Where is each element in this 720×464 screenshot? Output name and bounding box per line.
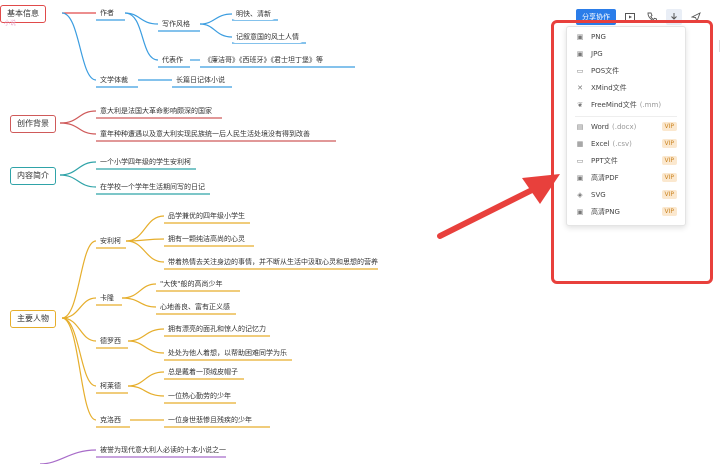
node-genre-item[interactable]: 长篇日记体小说 bbox=[172, 74, 229, 86]
node-writing-style[interactable]: 写作风格 bbox=[158, 18, 194, 30]
node-derossi-trait-2[interactable]: 处处为他人着想，以帮助困难同学为乐 bbox=[164, 347, 291, 359]
node-character-crossi[interactable]: 克洛西 bbox=[96, 414, 125, 426]
vip-badge: VIP bbox=[661, 190, 677, 199]
node-character-coretti[interactable]: 柯莱德 bbox=[96, 380, 125, 392]
excel-icon: ▦ bbox=[576, 140, 584, 148]
export-pos[interactable]: ▭POS文件 bbox=[576, 67, 620, 75]
node-author[interactable]: 作者 bbox=[96, 7, 118, 19]
image-icon: ▣ bbox=[576, 50, 584, 58]
node-works-item[interactable]: 《廉洁哥》《西班牙》《君士坦丁堡》等 bbox=[200, 54, 327, 66]
node-character-enrico[interactable]: 安利柯 bbox=[96, 235, 125, 247]
node-summary-item-1[interactable]: 一个小学四年级的学生安利柯 bbox=[96, 156, 195, 168]
image-icon: ▣ bbox=[576, 208, 584, 216]
node-genre[interactable]: 文学体裁 bbox=[96, 74, 132, 86]
node-background[interactable]: 创作背景 bbox=[10, 115, 56, 133]
export-xmind[interactable]: ✕XMind文件 bbox=[567, 80, 685, 96]
node-evaluation-item-1[interactable]: 被誉为现代意大利人必读的十本小说之一 bbox=[96, 444, 230, 456]
vip-badge: VIP bbox=[661, 207, 677, 216]
annotation-highlight-box bbox=[551, 20, 713, 284]
node-background-item-2[interactable]: 童年种种遭遇以及意大利实现民族统一后人民生活处境没有得到改善 bbox=[96, 128, 314, 140]
menu-divider bbox=[575, 116, 677, 117]
file-icon: ▭ bbox=[576, 67, 584, 75]
export-word[interactable]: ▤Word(.docx)VIP bbox=[567, 119, 685, 135]
export-excel[interactable]: ▦Excel(.csv)VIP bbox=[567, 136, 685, 152]
export-menu: ▣PNG ▣JPG ▭POS文件 ✕XMind文件 ❦FreeMind文件(.m… bbox=[566, 26, 686, 226]
node-characters[interactable]: 主要人物 bbox=[10, 310, 56, 328]
vip-badge: VIP bbox=[661, 139, 677, 148]
node-pink-label: 小说 bbox=[4, 20, 17, 27]
vip-badge: VIP bbox=[661, 156, 677, 165]
right-side-panel-edge bbox=[714, 40, 720, 52]
node-coretti-trait-1[interactable]: 总是戴着一顶绒皮帽子 bbox=[164, 366, 242, 378]
word-icon: ▤ bbox=[576, 123, 584, 131]
node-works[interactable]: 代表作 bbox=[158, 54, 187, 66]
vip-badge: VIP bbox=[661, 173, 677, 182]
pdf-icon: ▣ bbox=[576, 174, 584, 182]
node-style-item-2[interactable]: 记叙意国的风土人情 bbox=[232, 31, 303, 43]
freemind-icon: ❦ bbox=[577, 101, 583, 109]
image-icon: ▣ bbox=[576, 33, 584, 41]
node-background-item-1[interactable]: 意大利是法国大革命影响颇深的国家 bbox=[96, 105, 216, 117]
phone-icon[interactable] bbox=[644, 9, 660, 25]
node-enrico-trait-2[interactable]: 拥有一颗纯洁高尚的心灵 bbox=[164, 233, 249, 245]
node-enrico-trait-3[interactable]: 带着热情去关注身边的事情，并不断从生活中汲取心灵和思想的营养 bbox=[164, 256, 382, 268]
export-freemind[interactable]: ❦FreeMind文件(.mm) bbox=[567, 97, 685, 113]
node-summary[interactable]: 内容简介 bbox=[10, 167, 56, 185]
node-coretti-trait-2[interactable]: 一位热心勤劳的少年 bbox=[164, 390, 235, 402]
svg-icon: ◈ bbox=[577, 191, 583, 199]
node-enrico-trait-1[interactable]: 品学兼优的四年级小学生 bbox=[164, 210, 249, 222]
node-crossi-trait-1[interactable]: 一位身世悲惨且残疾的少年 bbox=[164, 414, 256, 426]
node-summary-item-2[interactable]: 在学校一个学年生活期间写的日记 bbox=[96, 181, 209, 193]
node-style-item-1[interactable]: 明快、清新 bbox=[232, 8, 275, 20]
export-jpg[interactable]: ▣JPG bbox=[576, 50, 603, 58]
export-png[interactable]: ▣PNG bbox=[576, 33, 606, 41]
node-character-garrone[interactable]: 卡隆 bbox=[96, 292, 118, 304]
x-icon: ✕ bbox=[577, 84, 583, 92]
node-basic-info[interactable]: 基本信息 bbox=[0, 5, 46, 23]
node-derossi-trait-1[interactable]: 拥有漂亮的面孔和惊人的记忆力 bbox=[164, 323, 270, 335]
node-garrone-trait-1[interactable]: "大侠"般的高尚少年 bbox=[156, 278, 227, 290]
ppt-icon: ▭ bbox=[576, 157, 584, 165]
node-garrone-trait-2[interactable]: 心地善良、富有正义感 bbox=[156, 301, 234, 313]
vip-badge: VIP bbox=[661, 122, 677, 131]
node-character-derossi[interactable]: 德罗西 bbox=[96, 335, 125, 347]
